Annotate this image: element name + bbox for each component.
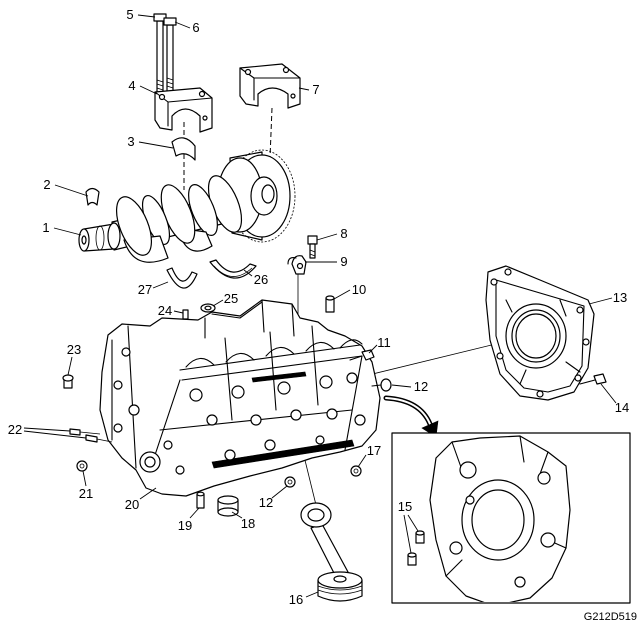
leader-16 [305, 591, 319, 598]
leader-22-b [23, 430, 87, 439]
callout-15: 15 [398, 499, 412, 514]
dowel-pin-10 [325, 295, 335, 313]
callout-22: 22 [8, 422, 22, 437]
connecting-rod-piston [300, 502, 363, 602]
leader-21 [82, 470, 87, 487]
view-arrow [383, 395, 439, 438]
leader-15-a [407, 514, 419, 532]
cup-plug-18 [217, 495, 239, 517]
leader-8 [316, 233, 338, 241]
callout-23: 23 [67, 342, 81, 357]
cooling-jet-bolt [307, 235, 318, 259]
callout-20: 20 [125, 497, 139, 512]
leader-15-b [403, 514, 412, 554]
callout-17: 17 [367, 443, 381, 458]
callout-5: 5 [126, 7, 133, 22]
callout-14: 14 [615, 400, 629, 415]
plug-12-bottom [284, 476, 296, 488]
plug-24 [182, 309, 189, 320]
callout-13: 13 [613, 290, 627, 305]
leader-20 [139, 487, 157, 500]
inset-block-rear-view [429, 435, 571, 602]
leader-24 [173, 310, 184, 314]
leader-4 [139, 85, 158, 95]
leader-12-bottom [271, 485, 288, 499]
callout-18: 18 [241, 516, 255, 531]
callout-12-bottom: 12 [259, 495, 273, 510]
callout-12-right: 12 [414, 379, 428, 394]
callout-25: 25 [224, 291, 238, 306]
leader-3 [138, 141, 174, 149]
rear-main-seal-housing [485, 265, 595, 401]
crankshaft [78, 149, 296, 263]
callout-3: 3 [127, 134, 134, 149]
thrust-washer [85, 187, 100, 206]
callout-9: 9 [340, 254, 347, 269]
leader-5 [137, 14, 156, 18]
leader-6 [174, 21, 191, 29]
leader-2 [54, 184, 89, 197]
callout-4: 4 [128, 78, 135, 93]
leader-1 [53, 227, 82, 236]
callout-27: 27 [138, 282, 152, 297]
callout-21: 21 [79, 486, 93, 501]
plug-12-right [371, 378, 392, 392]
dowel-pins-15 [407, 530, 425, 566]
main-cap-bolt-6 [163, 17, 177, 95]
leader-12-right [391, 384, 412, 388]
callout-labels: 5 6 4 7 3 2 1 8 9 26 27 10 13 24 25 11 2… [8, 7, 629, 607]
main-bearing-cap-7 [239, 63, 301, 109]
callout-19: 19 [178, 518, 192, 533]
callout-10: 10 [352, 282, 366, 297]
lower-bearing-shell-26 [209, 259, 257, 279]
plug-17 [350, 465, 362, 477]
callout-6: 6 [192, 20, 199, 35]
plug-23 [62, 374, 74, 389]
leader-19 [189, 507, 200, 519]
leader-7 [298, 87, 310, 91]
main-cap-bolt-5 [153, 13, 167, 97]
seal-housing-bolt [579, 373, 607, 385]
leader-27 [152, 281, 169, 289]
figure-code: G212D519 [584, 611, 637, 623]
leader-18 [231, 511, 243, 519]
lower-bearing-shell-27 [166, 267, 198, 289]
callout-1: 1 [42, 220, 49, 235]
studs-22 [69, 428, 113, 443]
callout-8: 8 [340, 226, 347, 241]
leader-23 [67, 356, 73, 376]
callout-16: 16 [289, 592, 303, 607]
leader-14 [600, 383, 617, 404]
main-bearing-cap-4 [154, 87, 213, 133]
callout-11: 11 [377, 335, 391, 350]
upper-bearing-shell [171, 137, 196, 161]
inset-detail [391, 432, 631, 604]
leader-10 [333, 289, 351, 300]
leader-17 [357, 454, 367, 468]
leader-25 [212, 299, 224, 307]
callout-2: 2 [43, 177, 50, 192]
dowel-pin-19 [196, 491, 205, 509]
piston-cooling-jet [287, 255, 307, 275]
engine-block [99, 299, 381, 497]
bolt-11 [349, 349, 375, 361]
seal-25 [200, 303, 216, 313]
callout-24: 24 [158, 303, 172, 318]
leader-11 [368, 344, 378, 354]
plug-21 [76, 460, 88, 472]
callout-7: 7 [312, 82, 319, 97]
leader-13 [588, 297, 613, 305]
leader-26 [243, 269, 253, 277]
leader-22-a [23, 427, 71, 432]
leader-lines [23, 14, 617, 598]
callout-26: 26 [254, 272, 268, 287]
